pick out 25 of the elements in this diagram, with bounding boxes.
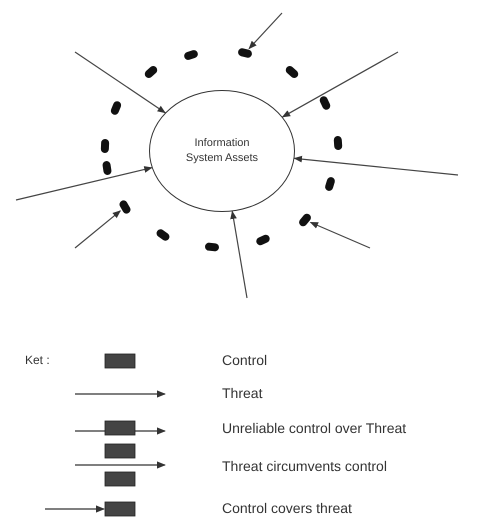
threat-arrow — [74, 52, 166, 114]
control-marker — [334, 136, 342, 150]
threat-arrow — [74, 210, 121, 248]
node-label: Information System Assets — [184, 136, 260, 166]
control-marker — [118, 198, 132, 216]
asset-circle — [149, 90, 295, 212]
legend-text: Threat circumvents control — [222, 459, 387, 473]
threat-arrow — [294, 156, 458, 176]
legend-text: Unreliable control over Threat — [222, 421, 406, 435]
control-marker — [102, 160, 112, 176]
key-heading: Ket : — [25, 354, 50, 366]
threat-arrow — [310, 222, 370, 249]
control-marker — [183, 49, 199, 61]
legend-text: Threat — [222, 386, 262, 400]
legend-text: Control covers threat — [222, 501, 352, 515]
legend-text: Control — [222, 353, 268, 367]
threat-arrow — [248, 12, 282, 50]
control-marker — [100, 138, 110, 154]
threat-arrow — [282, 51, 398, 118]
control-marker — [204, 242, 220, 252]
threat-arrow — [230, 210, 248, 298]
threat-arrow — [16, 166, 153, 201]
control-marker — [110, 100, 122, 116]
control-marker — [324, 176, 336, 192]
control-marker — [237, 48, 253, 58]
